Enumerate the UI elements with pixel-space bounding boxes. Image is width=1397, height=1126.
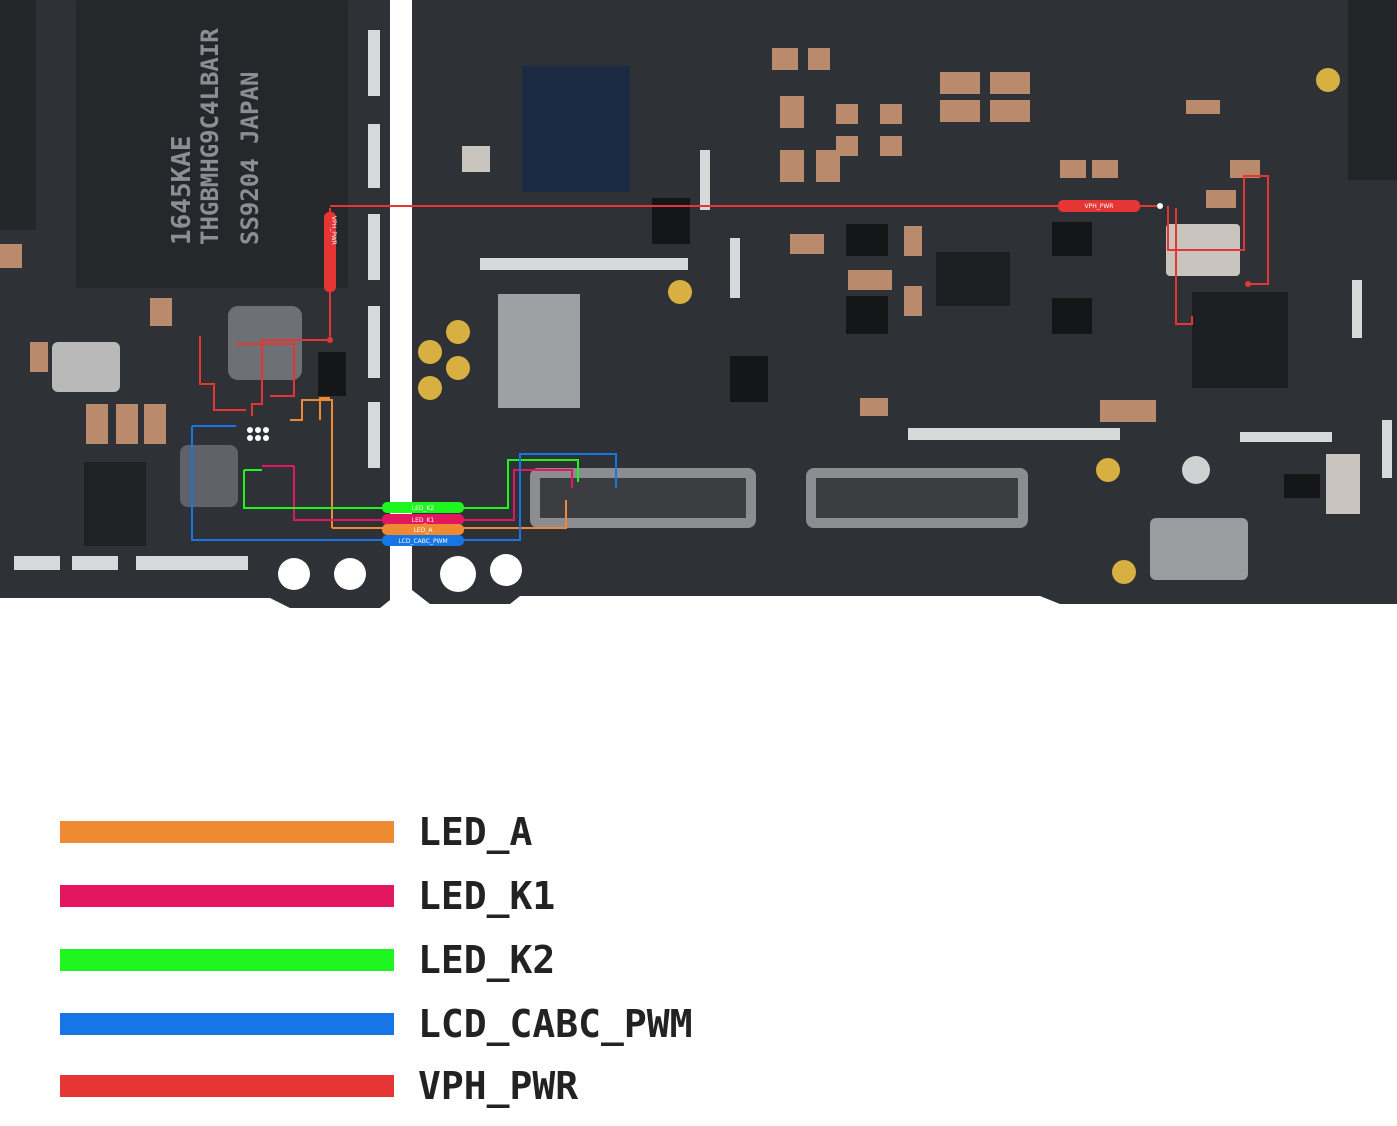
- right-edge-chip: [1348, 0, 1397, 180]
- chip-text-3: SS9204 JAPAN: [236, 72, 264, 245]
- traces: [191, 175, 1269, 541]
- legend-label-led-k1: LED_K1: [418, 874, 556, 918]
- fpc-connector-small: [498, 294, 580, 408]
- tag-led-a: LED_A: [382, 524, 464, 535]
- hole-1: [278, 558, 310, 590]
- gold-test-pads: [418, 68, 1340, 584]
- svg-text:VPH_PWR: VPH_PWR: [1085, 203, 1114, 210]
- silver-ball: [1182, 456, 1210, 484]
- svg-text:LED_K1: LED_K1: [412, 517, 435, 524]
- small-ic-1: [936, 252, 1010, 306]
- trace-vph-pwr: [251, 208, 331, 416]
- tag-led-k2: LED_K2: [382, 502, 464, 513]
- legend-item-led-k2: LED_K2: [60, 940, 780, 980]
- svg-text:VPH_PWR: VPH_PWR: [330, 216, 337, 245]
- probe-dots: [247, 203, 1251, 441]
- chip-text-1: 1645KAE: [167, 135, 197, 245]
- legend-swatch-led-a: [60, 821, 394, 843]
- battery-connector: [1150, 518, 1248, 580]
- hole-4: [490, 554, 522, 586]
- legend-item-led-a: LED_A: [60, 812, 780, 852]
- legend-item-vph-pwr: VPH_PWR: [60, 1066, 780, 1106]
- hole-3: [440, 556, 476, 592]
- tag-vph-pwr-horizontal: VPH_PWR: [1058, 200, 1140, 212]
- pcb-board-photo: 1645KAE THGBMHG9C4LBAIR SS9204 JAPAN: [0, 0, 1397, 608]
- trace-lcd-cabc-pwm: [191, 426, 617, 541]
- legend-swatch-led-k1: [60, 885, 394, 907]
- legend-swatch-lcd-cabc-pwm: [60, 1013, 394, 1035]
- trace-led-k1: [293, 466, 573, 521]
- svg-text:LED_K2: LED_K2: [412, 505, 435, 512]
- svg-text:LED_A: LED_A: [414, 527, 434, 534]
- left-edge-chip: [0, 0, 36, 230]
- memory-chip: [76, 0, 348, 288]
- trace-led-a: [290, 399, 333, 528]
- legend-item-led-k1: LED_K1: [60, 876, 780, 916]
- silver-pads-left: [14, 30, 380, 570]
- passive-components: [0, 48, 1260, 444]
- chip-text-2: THGBMHG9C4LBAIR: [196, 28, 224, 245]
- trace-led-k2: [243, 459, 579, 509]
- inductor-3: [52, 342, 120, 392]
- tag-lcd-cabc-pwm: LCD_CABC_PWM: [382, 535, 464, 546]
- legend-swatch-led-k2: [60, 949, 394, 971]
- inductor-2: [180, 445, 238, 507]
- legend-item-lcd-cabc-pwm: LCD_CABC_PWM: [60, 1004, 780, 1044]
- svg-text:LCD_CABC_PWM: LCD_CABC_PWM: [398, 538, 447, 545]
- legend-swatch-vph-pwr: [60, 1075, 394, 1097]
- legend: LED_A LED_K1 LED_K2 LCD_CABC_PWM VPH_PWR: [0, 800, 800, 1110]
- legend-label-led-a: LED_A: [418, 810, 533, 854]
- legend-label-lcd-cabc-pwm: LCD_CABC_PWM: [418, 1002, 693, 1046]
- hole-2: [334, 558, 366, 590]
- legend-label-led-k2: LED_K2: [418, 938, 556, 982]
- power-ic: [1192, 292, 1288, 388]
- silver-pads-right: [480, 150, 1392, 478]
- soc-chip: [522, 66, 630, 192]
- small-ic-left: [84, 462, 146, 546]
- tag-vph-pwr-vertical: VPH_PWR: [324, 212, 337, 292]
- tag-led-k1: LED_K1: [382, 514, 464, 525]
- legend-label-vph-pwr: VPH_PWR: [418, 1064, 579, 1108]
